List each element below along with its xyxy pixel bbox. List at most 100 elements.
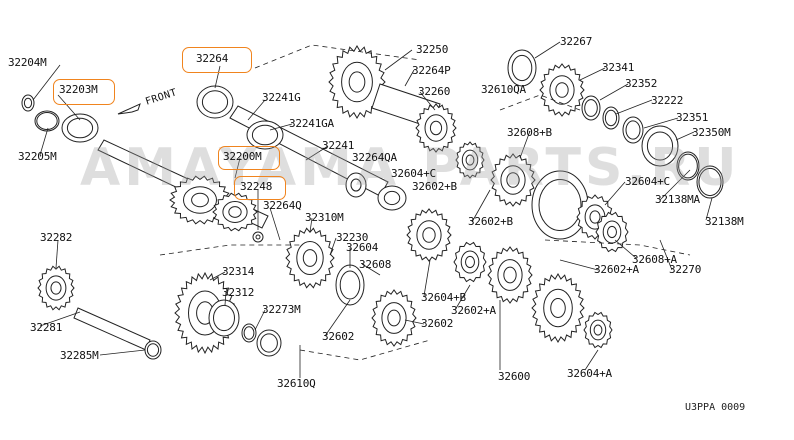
part-label-32608-plus-a[interactable]: 32608+A [632, 253, 677, 266]
part-label-32312[interactable]: 32312 [222, 286, 255, 299]
gear-32282-bore [50, 281, 62, 295]
leader-line [214, 65, 221, 89]
part-label-32602-plus-a[interactable]: 32602+A [594, 263, 639, 276]
part-label-32341[interactable]: 32341 [602, 61, 635, 74]
leader-line [643, 117, 679, 129]
leader-line [615, 99, 653, 115]
input-shaft-collar-inner [251, 124, 279, 146]
leader-line [559, 259, 599, 271]
leader-line [659, 169, 691, 201]
part-label-32351[interactable]: 32351 [676, 111, 709, 124]
mainshaft-gear-bore [191, 192, 209, 208]
part-label-32285m[interactable]: 32285M [60, 349, 99, 362]
synchro-ring-32604-inner [339, 270, 361, 300]
part-label-32350m[interactable]: 32350M [692, 126, 731, 139]
part-label-32205m[interactable]: 32205M [18, 150, 57, 163]
leader-line [675, 131, 695, 141]
leader-line [329, 237, 337, 256]
gear-32604b-bore [465, 255, 475, 269]
part-label-32200m[interactable]: 32200M [223, 150, 262, 163]
highlight-ring [234, 176, 286, 200]
part-label-32260[interactable]: 32260 [418, 85, 451, 98]
part-label-32602-plus-a[interactable]: 32602+A [451, 304, 496, 317]
part-label-32203m[interactable]: 32203M [59, 83, 98, 96]
leader-line [254, 309, 266, 331]
part-label-32310m[interactable]: 32310M [305, 211, 344, 224]
part-label-32241[interactable]: 32241 [322, 139, 355, 152]
leader-line [55, 239, 59, 269]
gear-32341-bore [555, 82, 569, 98]
part-label-32230[interactable]: 32230 [336, 231, 369, 244]
leader-line [614, 239, 637, 259]
part-label-32604-plus-a[interactable]: 32604+A [567, 367, 612, 380]
needle-bearing-inner [350, 178, 362, 192]
gear-32604c-2-bore [607, 225, 617, 239]
gear-32264qa-bore [465, 154, 475, 166]
part-label-32270[interactable]: 32270 [669, 263, 702, 276]
part-label-32602-plus-b[interactable]: 32602+B [468, 215, 513, 228]
leader-line [234, 157, 241, 179]
leader-line [269, 207, 281, 241]
synchro-hub-bore [506, 172, 520, 188]
leader-line [404, 69, 415, 87]
leader-line [247, 99, 266, 121]
part-label-32138ma[interactable]: 32138MA [655, 193, 700, 206]
part-label-32264p[interactable]: 32264P [412, 64, 451, 77]
part-label-32204m[interactable]: 32204M [8, 56, 47, 69]
part-label-32250[interactable]: 32250 [416, 43, 449, 56]
part-label-32610q[interactable]: 32610Q [277, 377, 316, 390]
part-label-32138m[interactable]: 32138M [705, 215, 744, 228]
bearing-32203m-inner [66, 117, 94, 139]
leader-line [324, 299, 351, 337]
gear-32602a-bore [503, 266, 517, 284]
part-label-32282[interactable]: 32282 [40, 231, 73, 244]
shaft-32281 [73, 307, 151, 351]
snap-ring-32138m-inner [698, 167, 722, 197]
part-label-32608-plus-b[interactable]: 32608+B [507, 126, 552, 139]
assembly-outline [159, 244, 300, 256]
part-label-32604-plus-b[interactable]: 32604+B [421, 291, 466, 304]
part-label-32608[interactable]: 32608 [359, 258, 392, 271]
gear-32604a-bore [593, 324, 603, 336]
part-label-32241g[interactable]: 32241G [262, 91, 301, 104]
snap-ring-32204m-inner [23, 97, 33, 109]
part-label-32610qa[interactable]: 32610QA [481, 83, 526, 96]
leader-line [584, 349, 599, 371]
highlight-ring [53, 79, 115, 105]
leader-line [361, 263, 381, 276]
part-label-32604-plus-c[interactable]: 32604+C [391, 167, 436, 180]
part-label-32273m[interactable]: 32273M [262, 303, 301, 316]
leader-line [209, 271, 226, 281]
leader-line [534, 41, 561, 59]
part-label-32352[interactable]: 32352 [625, 77, 658, 90]
part-label-32604-plus-c[interactable]: 32604+C [625, 175, 670, 188]
leader-line [599, 83, 629, 101]
leader-line [309, 217, 313, 233]
bearing-32350m-inner [646, 131, 674, 161]
part-label-32241ga[interactable]: 32241GA [289, 117, 334, 130]
snap-ring-32138ma-inner [678, 153, 698, 179]
part-label-32314[interactable]: 32314 [222, 265, 255, 278]
part-label-32248[interactable]: 32248 [240, 180, 273, 193]
part-label-32602[interactable]: 32602 [322, 330, 355, 343]
highlight-ring [218, 146, 280, 170]
part-label-32264qa[interactable]: 32264QA [352, 151, 397, 164]
part-label-32602-plus-b[interactable]: 32602+B [412, 180, 457, 193]
leader-line [32, 64, 61, 101]
part-label-32281[interactable]: 32281 [30, 321, 63, 334]
leader-line [659, 239, 673, 271]
washer-32222-inner [604, 109, 618, 127]
leader-line [419, 91, 436, 111]
leader-line [269, 123, 293, 131]
part-label-32600[interactable]: 32600 [498, 370, 531, 383]
leader-line [224, 291, 227, 306]
part-label-32604[interactable]: 32604 [346, 241, 379, 254]
part-label-32264q[interactable]: 32264Q [263, 199, 302, 212]
part-label-32222[interactable]: 32222 [651, 94, 684, 107]
part-label-32267[interactable]: 32267 [560, 35, 593, 48]
watermark: AMAYAMA PARTS.RU [80, 138, 741, 198]
part-label-32264[interactable]: 32264 [196, 52, 229, 65]
part-label-32602[interactable]: 32602 [421, 317, 454, 330]
